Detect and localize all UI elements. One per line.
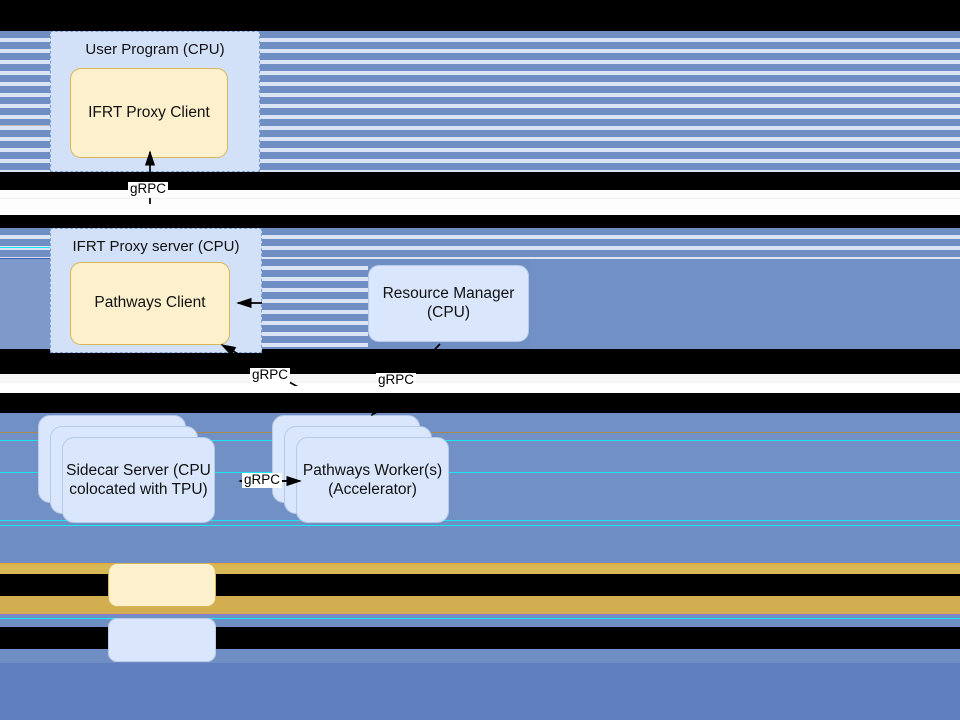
artifact-overlay-stripes-right-2 <box>262 228 960 259</box>
artifact-gold-band-2 <box>0 596 960 614</box>
artifact-overlay-stripes-right-1 <box>260 31 960 172</box>
artifact-overlay-white-1 <box>0 190 960 198</box>
artifact-cyan-hairline-5 <box>0 525 960 526</box>
node-pathways-worker-label-line1: Pathways Worker(s) <box>302 461 443 479</box>
group-user-program-label: User Program (CPU) <box>85 41 225 58</box>
artifact-orange-hairline-1 <box>0 563 960 564</box>
node-resource-manager-label-line1: Resource Manager <box>382 284 515 302</box>
node-ifrt-proxy-client[interactable]: IFRT Proxy Client <box>70 68 228 158</box>
artifact-overlay-left-solid <box>0 259 50 349</box>
edge-label-sidecar-worker-text: gRPC <box>244 472 281 487</box>
edge-label-rm-worker-visible: gRPC <box>376 372 417 388</box>
artifact-overlay-black-4 <box>0 574 960 596</box>
artifact-cyan-hairline-2 <box>0 440 960 441</box>
stack-sidecar-server[interactable]: Sidecar Server (CPU colocated with TPU) <box>38 415 238 523</box>
node-resource-manager[interactable]: Resource Manager (CPU) <box>368 265 529 342</box>
artifact-gold-hairline-1 <box>0 432 960 433</box>
artifact-solid-blue-2 <box>0 413 960 433</box>
artifact-overlay-white-3 <box>0 374 960 381</box>
artifact-black-band-4 <box>0 349 960 374</box>
node-pathways-client-label: Pathways Client <box>94 294 206 312</box>
node-pathways-worker-label-line2: (Accelerator) <box>328 481 417 498</box>
edge-label-sidecar-proxy-server-visible-text: gRPC <box>252 367 289 382</box>
artifact-overlay-black-5 <box>0 627 960 649</box>
artifact-cyan-hairline-6 <box>0 618 960 619</box>
edge-label-sidecar-proxy-server-visible: gRPC <box>250 367 291 383</box>
legend-swatch-yellow-top <box>108 563 216 607</box>
artifact-overlay-black-1 <box>0 0 960 31</box>
artifact-cyan-hairline-4 <box>0 520 960 521</box>
artifact-solid-blue-4 <box>0 523 960 563</box>
node-sidecar-server[interactable]: Sidecar Server (CPU colocated with TPU) <box>62 437 215 523</box>
artifact-overlay-black-3 <box>0 393 960 413</box>
artifact-solid-blue-7 <box>0 663 960 720</box>
artifact-hairline-2 <box>0 198 960 199</box>
edge-label-client-server-visible-text: gRPC <box>130 181 167 196</box>
edge-label-client-server-visible: gRPC <box>128 181 169 197</box>
stack-pathways-worker[interactable]: Pathways Worker(s) (Accelerator) <box>272 415 472 523</box>
artifact-cyan-hairline-3 <box>0 472 960 473</box>
node-pathways-client[interactable]: Pathways Client <box>70 262 230 345</box>
artifact-gold-band-1 <box>0 564 960 574</box>
node-sidecar-server-label-line1: Sidecar Server (CPU <box>66 461 211 479</box>
node-resource-manager-label-line2: (CPU) <box>426 303 471 321</box>
artifact-overlay-white-2 <box>0 204 960 215</box>
artifact-black-band-2 <box>0 172 960 190</box>
artifact-overlay-white-4 <box>0 386 960 393</box>
edge-label-sidecar-worker: gRPC <box>242 472 283 488</box>
legend-swatch-blue-top <box>108 618 216 662</box>
artifact-overlay-black-2 <box>0 215 960 228</box>
artifact-overlay-right-solid <box>530 259 960 349</box>
node-sidecar-server-label-line2: colocated with TPU) <box>69 481 208 498</box>
node-pathways-worker[interactable]: Pathways Worker(s) (Accelerator) <box>296 437 449 523</box>
artifact-solid-blue-6 <box>0 649 960 663</box>
edge-label-rm-worker-visible-text: gRPC <box>378 372 415 387</box>
artifact-purple-hairline-1 <box>0 614 960 615</box>
node-ifrt-proxy-client-label: IFRT Proxy Client <box>88 103 210 121</box>
group-ifrt-proxy-server-label: IFRT Proxy server (CPU) <box>72 238 240 255</box>
artifact-overlay-stripes-right-3 <box>262 259 368 349</box>
